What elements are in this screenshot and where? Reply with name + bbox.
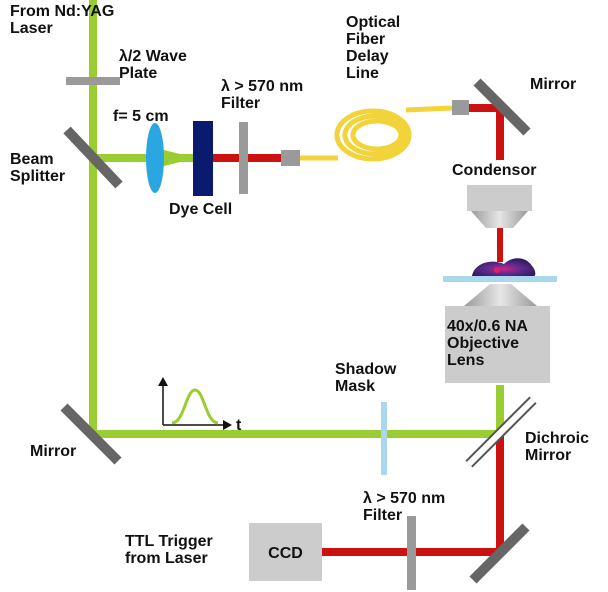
- focusing-lens: [146, 123, 164, 193]
- ccd-camera: CCD: [249, 523, 322, 581]
- dichroic-mirror-face: [466, 397, 536, 467]
- sample-cell: [472, 258, 536, 276]
- fiber-coupler-out: [452, 100, 469, 115]
- shadow-mask: [381, 402, 387, 475]
- objective-label: 40x/0.6 NA Objective Lens: [447, 318, 528, 369]
- lens-label: f= 5 cm: [113, 108, 169, 125]
- condensor-label: Condensor: [452, 162, 537, 179]
- objective-lens: [445, 284, 550, 383]
- mirror-top-right-label: Mirror: [530, 76, 577, 93]
- half-wave-plate: [66, 77, 120, 85]
- mirror-left-label: Mirror: [30, 443, 77, 460]
- condensor: [467, 185, 532, 228]
- filter-bottom-label: λ > 570 nm Filter: [363, 490, 446, 524]
- pulse-time-inset: t: [158, 377, 242, 434]
- mirror-bottom-right: [469, 523, 530, 584]
- ccd-label: CCD: [268, 545, 303, 562]
- fiber-label: Optical Fiber Delay Line: [346, 14, 401, 82]
- mirror-top-right: [473, 78, 531, 136]
- filter-top-label: λ > 570 nm Filter: [221, 78, 304, 112]
- green-beam-path: [89, 0, 504, 438]
- optical-fiber-delay-line: [300, 105, 453, 162]
- dye-cell: [193, 121, 213, 196]
- dichroic-label: Dichroic Mirror: [525, 430, 590, 464]
- long-pass-filter-bottom: [407, 516, 416, 590]
- sample-focus-spot: [494, 267, 500, 273]
- time-axis-label: t: [236, 417, 242, 434]
- shadow-mask-label: Shadow Mask: [335, 361, 397, 395]
- pulse-waveform: [171, 388, 219, 425]
- beam-splitter-label: Beam Splitter: [10, 151, 66, 185]
- fiber-coupler-in: [281, 150, 300, 166]
- beam-splitter: [63, 126, 123, 189]
- mirror-left: [60, 403, 122, 465]
- wave-plate-label: λ/2 Wave Plate: [119, 48, 187, 82]
- dye-cell-label: Dye Cell: [169, 201, 233, 218]
- ttl-trigger-label: TTL Trigger from Laser: [125, 533, 213, 567]
- long-pass-filter-top: [239, 122, 248, 194]
- sample-slide: [443, 276, 557, 282]
- laser-source-label: From Nd:YAG Laser: [10, 3, 115, 37]
